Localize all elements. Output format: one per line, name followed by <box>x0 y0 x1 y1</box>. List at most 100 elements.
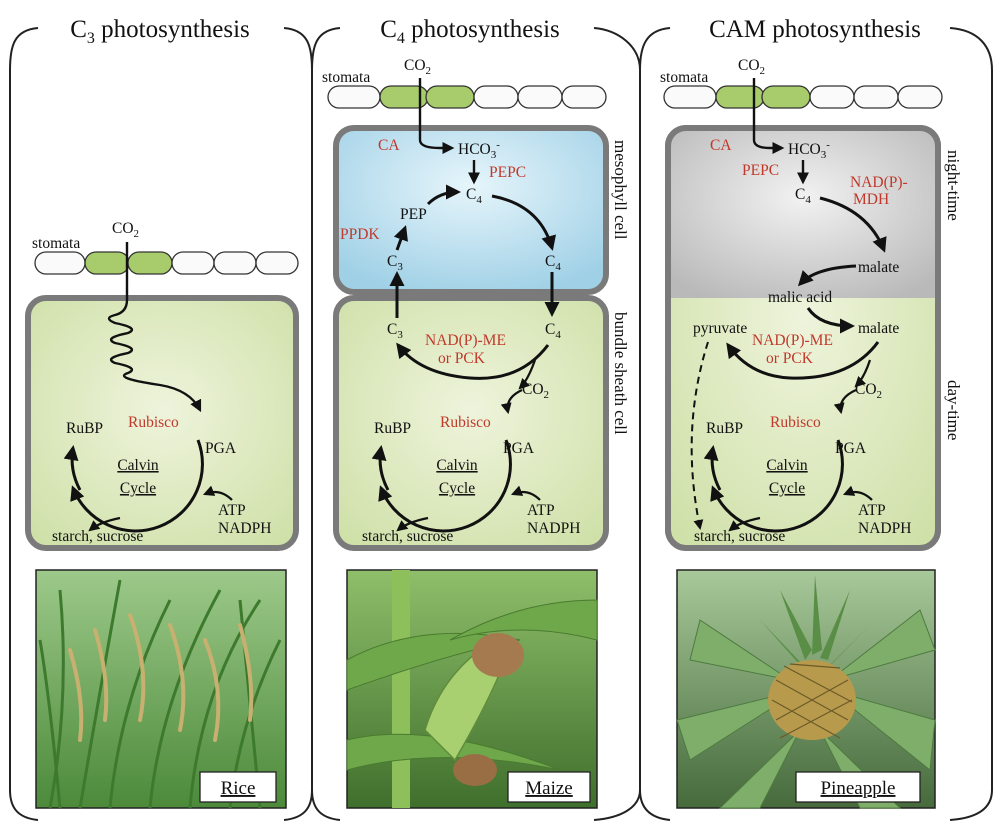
c3-atp-arrow <box>202 485 233 501</box>
cam-cycle: Cycle <box>769 480 805 497</box>
cam-starch: starch, sucrose <box>694 528 785 545</box>
c4-pep-to-c4 <box>426 184 461 206</box>
c3-rubp: RuBP <box>66 420 103 437</box>
cam-malic-acid: malic acid <box>768 289 832 306</box>
c3-pga: PGA <box>205 440 237 457</box>
c4-pep: PEP <box>400 206 427 223</box>
c4-c3-bundle: C3 <box>387 321 403 341</box>
c4-bundle-label: bundle sheath cell <box>611 312 630 435</box>
c4-co2-bundle: CO2 <box>522 381 549 401</box>
cam-co2-day: CO2 <box>855 381 882 401</box>
pineapple-caption-box <box>795 771 921 803</box>
c4-rubp: RuBP <box>374 420 411 437</box>
panel-brackets <box>9 27 993 821</box>
c4-me: NAD(P)-ME <box>425 332 506 349</box>
cam-co2-label: CO2 <box>738 57 765 77</box>
c4-bundle-sheath-cell <box>333 295 609 551</box>
maize-caption: Maize <box>525 778 572 799</box>
cam-c4-to-malate <box>819 196 887 253</box>
rice-photo <box>35 569 287 809</box>
c3-calvin: Calvin <box>117 457 159 474</box>
cam-malate-to-acid <box>797 264 857 287</box>
c4-pga: PGA <box>503 440 535 457</box>
c4-hco3: HCO3- <box>458 139 500 161</box>
rice-caption: Rice <box>221 778 256 799</box>
cam-calvin: Calvin <box>766 457 808 474</box>
cam-rubp: RuBP <box>706 420 743 437</box>
c3-stomata-row <box>34 251 299 275</box>
c4-starch: starch, sucrose <box>362 528 453 545</box>
cam-mdh2: MDH <box>853 191 889 208</box>
c4-nadph: NADPH <box>527 520 580 537</box>
pineapple-photo <box>676 569 936 809</box>
c3-bundle-cell <box>25 295 299 551</box>
c3-nadph: NADPH <box>218 520 271 537</box>
cam-cell <box>665 125 941 551</box>
cam-pga: PGA <box>835 440 867 457</box>
c4-c3-mesophyll: C3 <box>387 253 403 273</box>
c4-pepc: PEPC <box>489 164 526 181</box>
c4-atp: ATP <box>527 502 555 519</box>
c4-co2-to-rubisco <box>500 389 523 415</box>
c3-title: C3 photosynthesis <box>70 16 250 47</box>
c4-atp-arrow <box>510 485 541 501</box>
c4-title: C4 photosynthesis <box>380 16 560 47</box>
cam-atp-arrow <box>842 485 873 501</box>
c4-pck: or PCK <box>438 350 486 367</box>
cam-stomata-row <box>663 85 943 109</box>
c4-c3-to-pep <box>393 225 408 251</box>
cam-acid-to-malate <box>806 307 855 334</box>
cam-day-label: day-time <box>944 380 963 440</box>
cam-pyruvate: pyruvate <box>693 320 747 337</box>
cam-nadph: NADPH <box>858 520 911 537</box>
c4-cycle: Cycle <box>439 480 475 497</box>
cam-co2-to-rubisco <box>833 388 857 415</box>
c4-stomata-label: stomata <box>322 69 370 86</box>
cam-pepc: PEPC <box>742 162 779 179</box>
c3-co2-label: CO2 <box>112 220 139 240</box>
c3-co2-diffusion-arrow <box>107 242 202 413</box>
c4-stomata-row <box>327 85 607 109</box>
cam-starch-arrow <box>728 516 761 532</box>
cam-pck: or PCK <box>766 350 814 367</box>
cam-c4: C4 <box>795 186 811 206</box>
c4-c4-top: C4 <box>466 186 482 206</box>
cam-cycle-return <box>703 445 722 491</box>
rice-caption-box <box>199 771 277 803</box>
cam-calvin-cycle <box>710 439 844 533</box>
cam-mdh1: NAD(P)- <box>850 174 908 191</box>
c3-cycle-return <box>63 445 82 491</box>
c4-co2-release-arrow <box>518 359 537 390</box>
c4-starch-arrow <box>396 516 429 532</box>
c4-mesophyll-label: mesophyll cell <box>611 140 630 240</box>
c4-rubisco: Rubisco <box>440 414 491 431</box>
pineapple-caption: Pineapple <box>821 778 896 799</box>
c3-rubisco: Rubisco <box>128 414 179 431</box>
c4-co2-label: CO2 <box>404 57 431 77</box>
cam-rubisco: Rubisco <box>770 414 821 431</box>
c4-c4-right: C4 <box>545 253 561 273</box>
maize-photo <box>346 569 598 809</box>
c3-atp: ATP <box>218 502 246 519</box>
c4-ppdk: PPDK <box>340 226 380 243</box>
c4-co2-arrow <box>418 78 455 154</box>
cam-ca: CA <box>710 137 732 154</box>
cam-atp: ATP <box>858 502 886 519</box>
cam-hco3: HCO3- <box>788 139 830 161</box>
c4-ca: CA <box>378 137 400 154</box>
c4-calvin-cycle <box>378 439 512 533</box>
cam-night-label: night-time <box>944 150 963 221</box>
c3-calvin-cycle <box>70 439 204 533</box>
cam-stomata-label: stomata <box>660 69 708 86</box>
cam-malate-night: malate <box>858 259 899 276</box>
cam-co2-arrow <box>752 78 785 154</box>
c4-decarboxylation-arrow <box>396 342 550 380</box>
c4-mesophyll-cell <box>333 125 609 295</box>
maize-caption-box <box>507 771 591 803</box>
c3-cycle: Cycle <box>120 480 156 497</box>
c4-calvin: Calvin <box>436 457 478 474</box>
cam-title: CAM photosynthesis <box>709 16 921 43</box>
c3-starch-arrow <box>88 516 121 532</box>
cam-me: NAD(P)-ME <box>752 332 833 349</box>
